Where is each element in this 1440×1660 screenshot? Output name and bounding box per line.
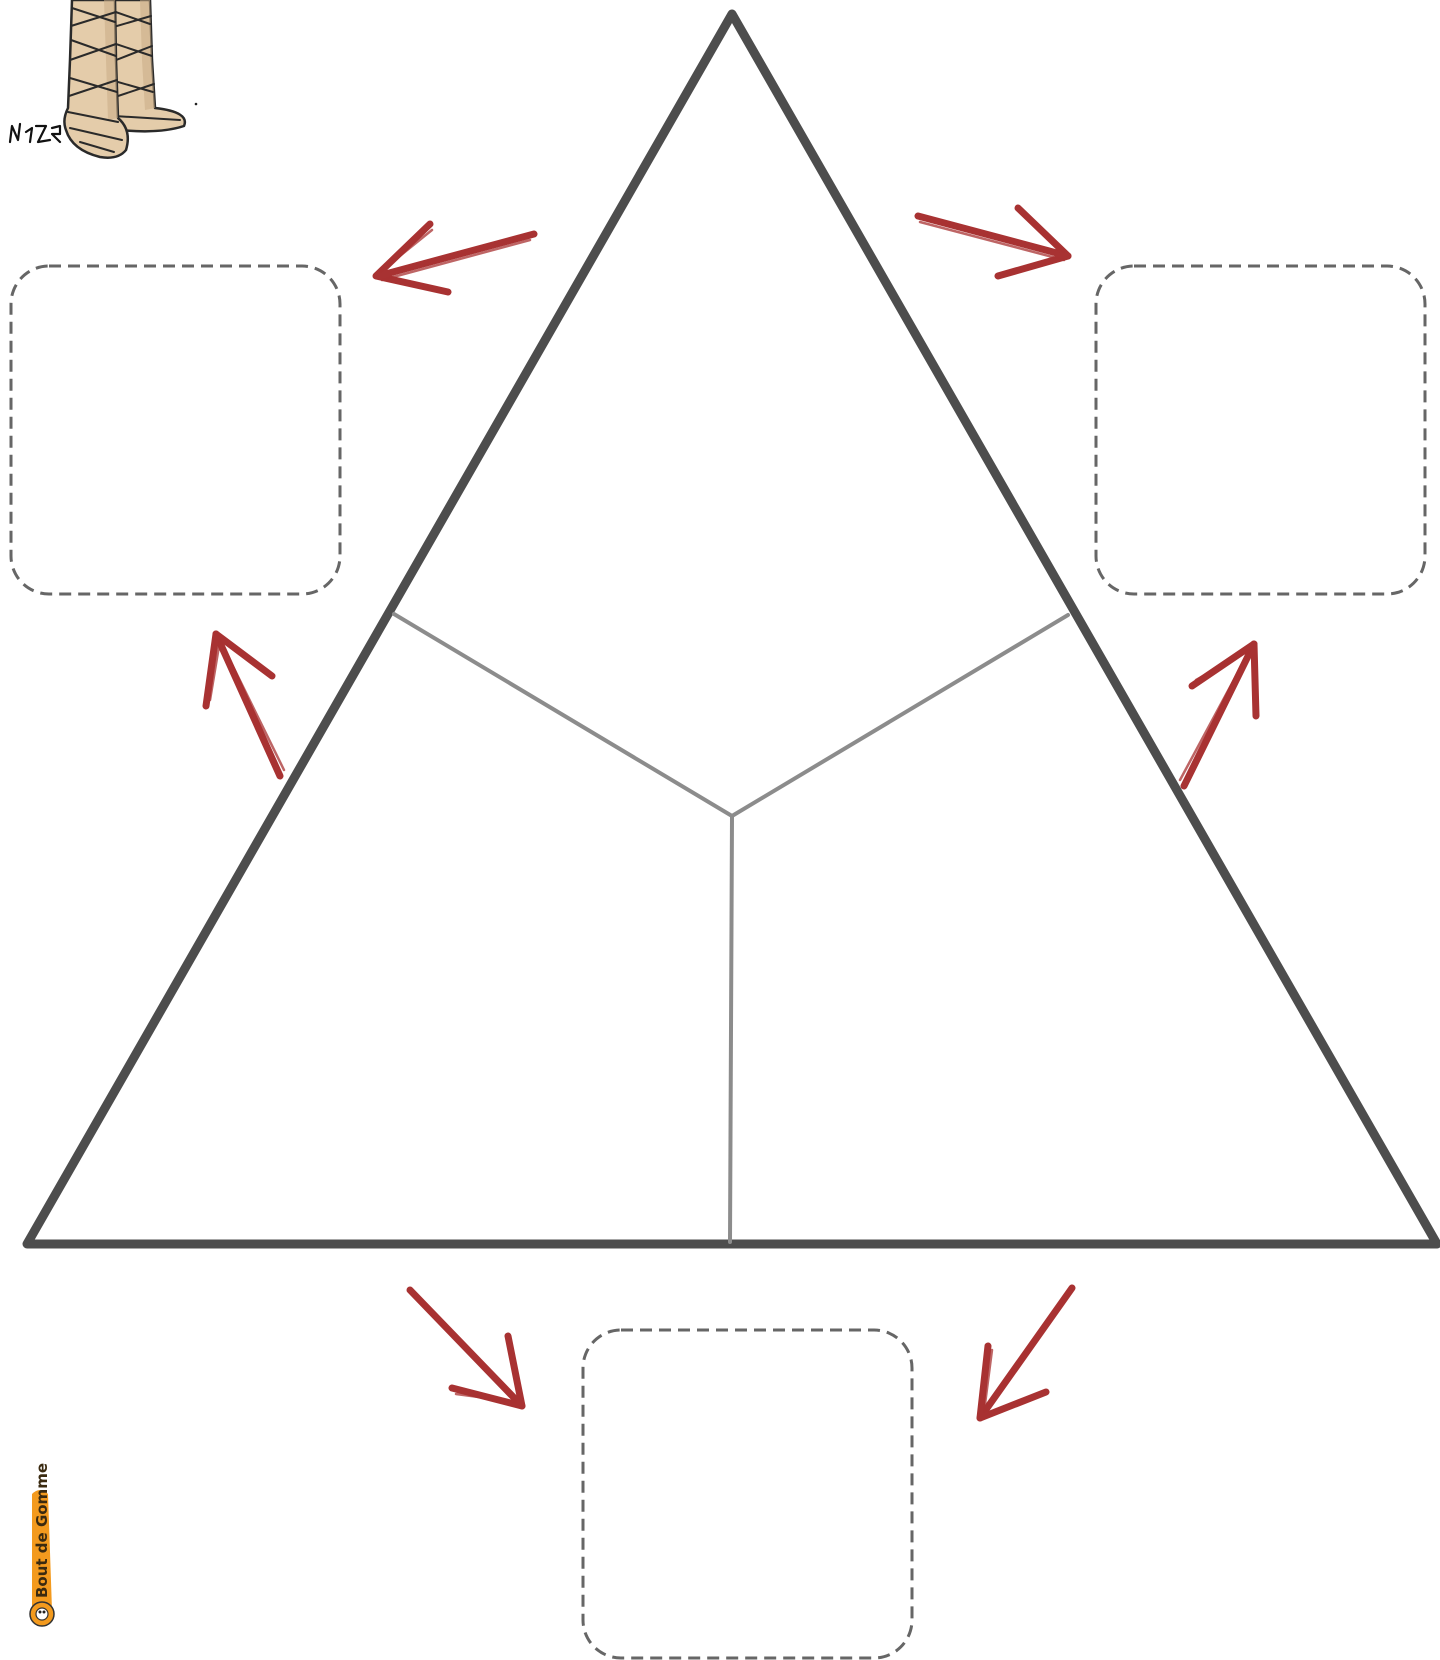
mummy-feet-icon bbox=[64, 0, 184, 158]
answer-box-left[interactable] bbox=[11, 266, 340, 594]
bout-de-gomme-logo: Bout de Gomme bbox=[30, 1463, 54, 1626]
arrow-top-right bbox=[918, 208, 1068, 276]
answer-box-bottom[interactable] bbox=[583, 1330, 912, 1658]
arrow-bottom-left bbox=[410, 1290, 522, 1406]
arrow-left-up bbox=[206, 634, 284, 776]
arrow-right-up bbox=[1180, 644, 1256, 786]
divider-bottom bbox=[730, 816, 732, 1242]
answer-box-right[interactable] bbox=[1096, 266, 1425, 594]
arrow-bottom-right bbox=[980, 1288, 1072, 1418]
arrow-top-left bbox=[376, 224, 534, 292]
logo-text: Bout de Gomme bbox=[33, 1463, 51, 1598]
